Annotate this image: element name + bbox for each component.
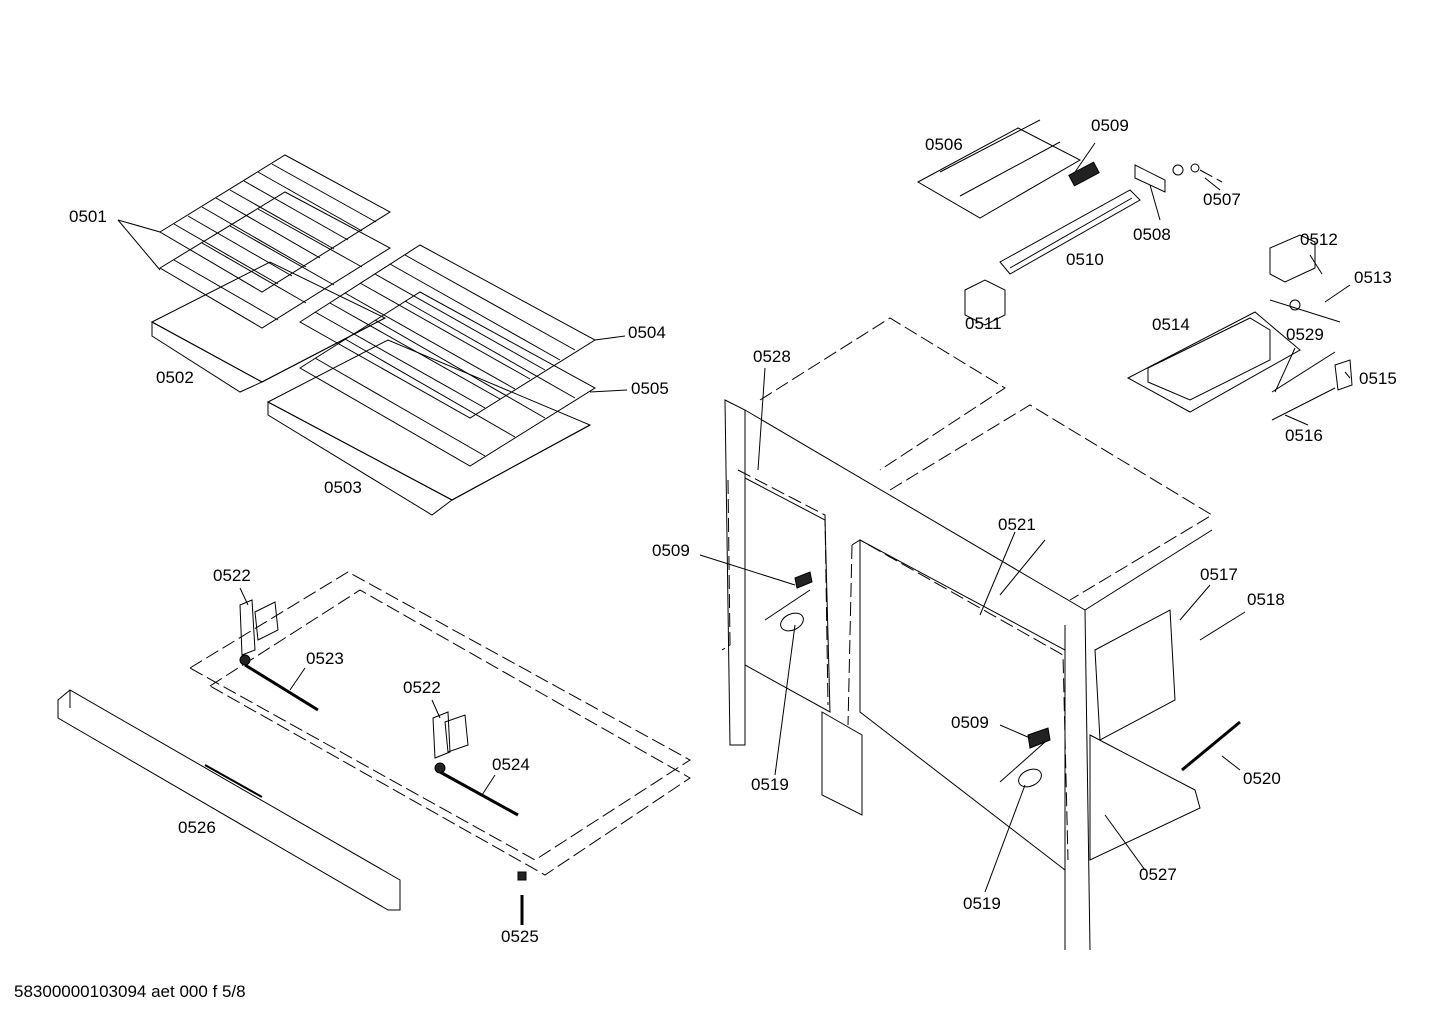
- power-cord-0520: [1181, 720, 1241, 772]
- label-0512: 0512: [1300, 230, 1338, 249]
- bottom-panel: [189, 571, 691, 925]
- gasket-0521: [851, 539, 1069, 861]
- label-0503: 0503: [324, 478, 362, 497]
- label-0508: 0508: [1133, 225, 1171, 244]
- label-0511: 0511: [965, 314, 1002, 333]
- label-0506: 0506: [925, 135, 963, 154]
- broiler-0514: [1126, 299, 1341, 413]
- label-0525: 0525: [501, 927, 539, 946]
- label-0514: 0514: [1152, 315, 1190, 334]
- burner-0510: [999, 161, 1223, 275]
- label-0504: 0504: [628, 323, 666, 342]
- label-0523: 0523: [306, 649, 344, 668]
- label-0520: 0520: [1243, 769, 1281, 788]
- label-0526: 0526: [178, 818, 216, 837]
- label-0501: 0501: [69, 207, 107, 226]
- label-0524: 0524: [492, 755, 530, 774]
- gasket-0528: [721, 479, 731, 651]
- label-0518: 0518: [1247, 590, 1285, 609]
- label-0516: 0516: [1285, 426, 1323, 445]
- document-footer-id: 58300000103094 aet 000 f 5/8: [14, 982, 246, 1001]
- label-0519: 0519: [751, 775, 789, 794]
- parts-0529-0516: [1271, 351, 1353, 421]
- label-0509: 0509: [652, 541, 690, 560]
- label-0513: 0513: [1354, 268, 1392, 287]
- label-0515: 0515: [1359, 369, 1397, 388]
- oven-body: [724, 317, 1213, 951]
- bracket-0512: [1269, 234, 1316, 283]
- label-0510: 0510: [1066, 250, 1104, 269]
- box-0511: [964, 279, 1006, 326]
- rack-0504-0505: [299, 244, 596, 467]
- igniter-body: [764, 571, 1051, 788]
- label-0522: 0522: [403, 678, 441, 697]
- toe-kick-0526: [57, 689, 401, 911]
- label-0529: 0529: [1286, 325, 1324, 344]
- label-0528: 0528: [753, 347, 791, 366]
- label-0509: 0509: [1091, 116, 1129, 135]
- tray-0503: [266, 339, 592, 516]
- label-0505: 0505: [631, 379, 669, 398]
- panel-0506: [916, 119, 1082, 219]
- label-0527: 0527: [1139, 865, 1177, 884]
- label-0519: 0519: [963, 894, 1001, 913]
- label-0509: 0509: [951, 713, 989, 732]
- label-0507: 0507: [1203, 190, 1241, 209]
- label-0517: 0517: [1200, 565, 1238, 584]
- tray-0502: [150, 261, 387, 393]
- rack-0501: [159, 154, 391, 329]
- label-0521: 0521: [998, 515, 1036, 534]
- label-0502: 0502: [156, 368, 194, 387]
- label-0522: 0522: [213, 566, 251, 585]
